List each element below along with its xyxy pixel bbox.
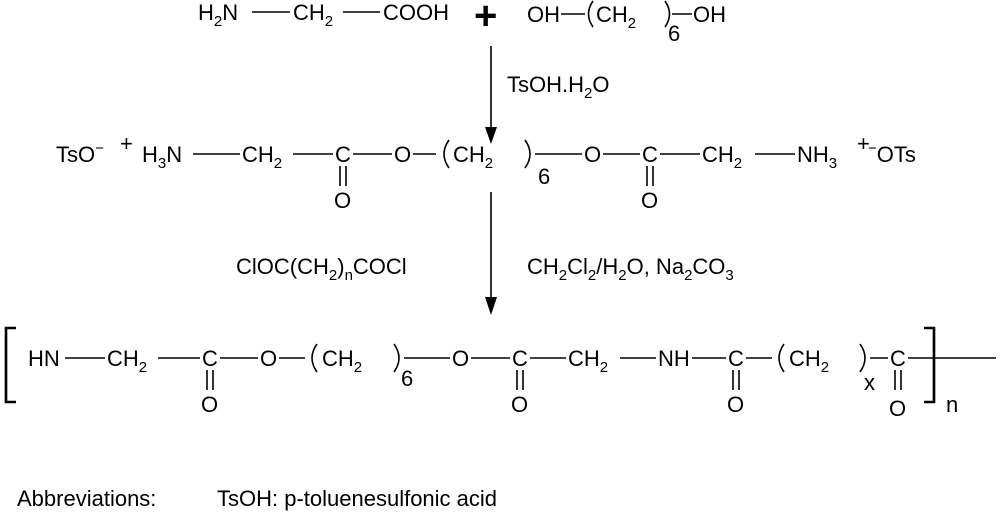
polymer-carbonyl-c-a: C xyxy=(202,346,218,371)
hexanediol-molecule: OH CH2 6 OH xyxy=(527,0,726,46)
arrow-head xyxy=(485,127,497,144)
salt-carbonyl-o-b: O xyxy=(641,188,658,213)
salt-ester-o-a: O xyxy=(394,142,411,167)
salt-carbonyl-o-a: O xyxy=(334,188,351,213)
salt-ch2-c: CH2 xyxy=(702,142,742,172)
open-paren xyxy=(778,343,785,373)
step2-reagent-right: CH2Cl2/H2O, Na2CO3 xyxy=(527,254,734,284)
salt-carbonyl-c-b: C xyxy=(642,142,658,167)
salt-ester-o-b: O xyxy=(584,142,601,167)
tosylate-right: −OTs xyxy=(868,140,916,167)
polymer-repeat-6: 6 xyxy=(401,366,413,391)
close-paren xyxy=(393,343,400,373)
close-paren xyxy=(664,0,671,28)
salt-h3n: H3N xyxy=(142,142,182,172)
polymer-repeat-x: x xyxy=(864,370,875,395)
open-paren xyxy=(311,343,318,373)
polymer-ch2-a: CH2 xyxy=(107,346,147,376)
tosylate-left: TsO− xyxy=(56,140,104,167)
ammonium-charge-left: + xyxy=(120,131,133,156)
right-bracket xyxy=(924,326,936,404)
polymer-repeat-n: n xyxy=(946,392,958,417)
polymer-carbonyl-o-b: O xyxy=(511,392,528,417)
salt-repeat-6: 6 xyxy=(538,164,550,189)
hexanediol-oh-right: OH xyxy=(693,2,726,27)
polymer-carbonyl-o-d: O xyxy=(889,396,906,421)
salt-ch2-a: CH2 xyxy=(242,142,282,172)
polymer-ester-o-a: O xyxy=(260,346,277,371)
hexanediol-ch2: CH2 xyxy=(596,2,636,32)
open-paren xyxy=(587,0,594,28)
polymer-hn: HN xyxy=(28,346,60,371)
glycine-ch2: CH2 xyxy=(293,0,333,30)
polymer-carbonyl-o-c: O xyxy=(727,392,744,417)
close-paren xyxy=(859,343,866,373)
reaction-arrow-1 xyxy=(485,46,497,144)
abbreviations-label: Abbreviations: xyxy=(17,486,156,511)
hexanediol-repeat: 6 xyxy=(668,21,680,46)
left-bracket xyxy=(4,326,16,404)
polymer-carbonyl-c-c: C xyxy=(728,346,744,371)
polymer-carbonyl-o-a: O xyxy=(201,392,218,417)
polymer-ester-o-b: O xyxy=(452,346,469,371)
intermediate-salt: TsO− + H3N CH2 C O O CH2 6 O C O CH2 NH3… xyxy=(56,131,916,213)
polymer-ch2-d: CH2 xyxy=(789,346,829,376)
polymer-ch2-c: CH2 xyxy=(568,346,608,376)
glycine-h2n: H2N xyxy=(198,0,238,30)
hexanediol-oh-left: OH xyxy=(527,2,560,27)
abbreviation-tsoh: TsOH: p-toluenesulfonic acid xyxy=(217,486,497,511)
glycine-cooh: COOH xyxy=(383,0,449,25)
close-paren xyxy=(524,139,531,169)
step1-reagent: TsOH.H2O xyxy=(507,72,609,102)
ammonium-charge-right: + xyxy=(857,131,870,156)
step2-reagent-left: ClOC(CH2)nCOCl xyxy=(236,254,407,284)
polymer-repeat-unit: HN CH2 C O O CH2 6 O C O CH2 NH C O CH2 xyxy=(4,326,996,421)
polymer-carbonyl-c-d: C xyxy=(890,346,906,371)
reaction-arrow-2 xyxy=(485,192,497,315)
open-paren xyxy=(443,139,450,169)
polymer-carbonyl-c-b: C xyxy=(512,346,528,371)
glycine-molecule: H2N CH2 COOH xyxy=(198,0,449,30)
polymer-ch2-b: CH2 xyxy=(322,346,362,376)
arrow-head xyxy=(485,297,497,315)
salt-ch2-b: CH2 xyxy=(453,142,493,172)
plus-sign: + xyxy=(474,0,497,38)
salt-carbonyl-c-a: C xyxy=(335,142,351,167)
polymer-nh: NH xyxy=(658,346,690,371)
salt-nh3: NH3 xyxy=(797,142,837,172)
